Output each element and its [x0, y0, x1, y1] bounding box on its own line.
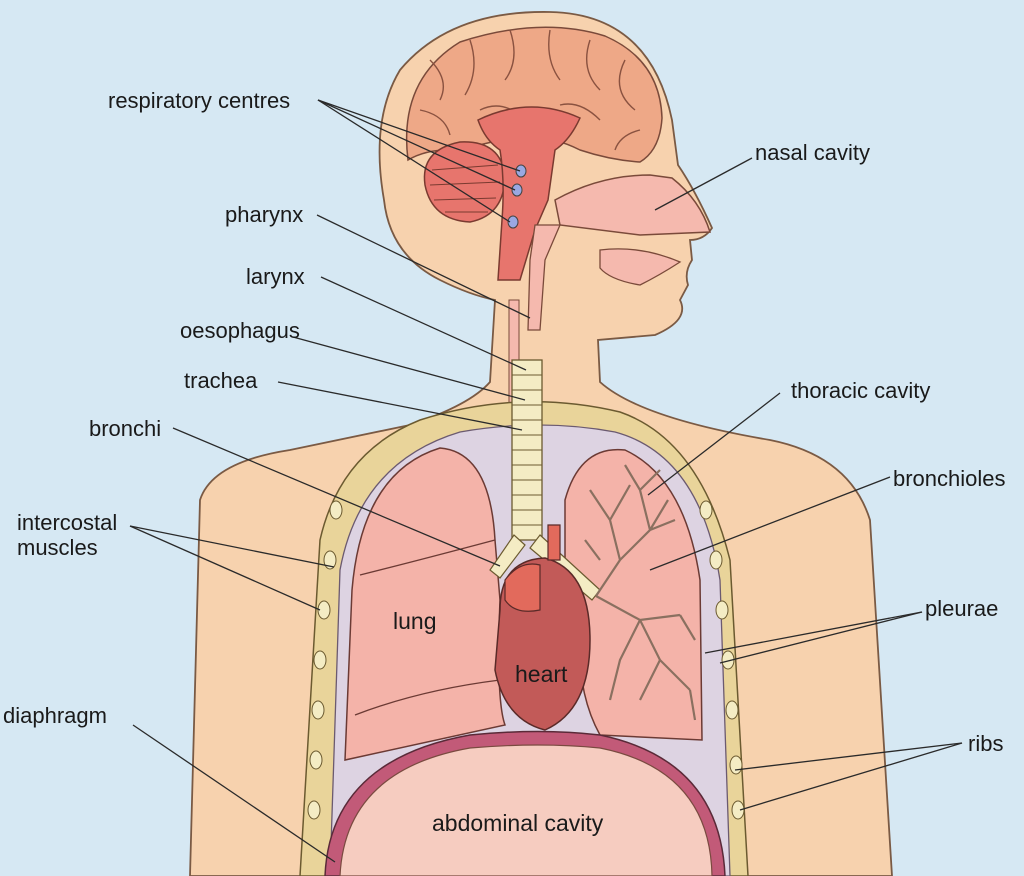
respiratory-centre-dot-3 — [507, 215, 519, 229]
label-ribs: ribs — [968, 731, 1004, 756]
label-bronchioles: bronchioles — [893, 466, 1006, 491]
respiratory-centre-dot-1 — [515, 164, 527, 178]
label-oesophagus: oesophagus — [180, 318, 300, 343]
label-diaphragm: diaphragm — [3, 703, 107, 728]
nasal-cavity-shape — [554, 174, 712, 236]
bronchi-shape — [489, 534, 601, 601]
label-bronchi: bronchi — [89, 416, 162, 441]
label-lung: lung — [393, 608, 437, 634]
abdominal-cavity-shape — [339, 744, 713, 876]
lung-fissures — [354, 539, 501, 716]
mouth — [599, 248, 682, 286]
label-heart: heart — [515, 661, 568, 687]
brainstem — [477, 106, 581, 281]
label-nasal-cavity: nasal cavity — [755, 140, 870, 165]
trachea-rings — [512, 374, 542, 526]
ribs-right — [699, 500, 745, 820]
label-intercostal-muscles: intercostal muscles — [17, 510, 118, 560]
ribs-left — [307, 500, 343, 820]
leader-lines — [129, 99, 963, 863]
label-trachea: trachea — [184, 368, 258, 393]
pharynx-shape — [527, 224, 561, 331]
heart-vessels — [504, 524, 561, 612]
label-abdominal-cavity: abdominal cavity — [432, 810, 604, 836]
respiratory-centre-dot-2 — [511, 183, 523, 197]
label-larynx: larynx — [246, 264, 305, 289]
brain-folds — [419, 29, 641, 151]
label-pleurae: pleurae — [925, 596, 999, 621]
bronchioles-tree — [584, 464, 697, 721]
label-thoracic-cavity: thoracic cavity — [791, 378, 931, 403]
label-pharynx: pharynx — [225, 202, 304, 227]
label-respiratory-centres: respiratory centres — [108, 88, 291, 113]
